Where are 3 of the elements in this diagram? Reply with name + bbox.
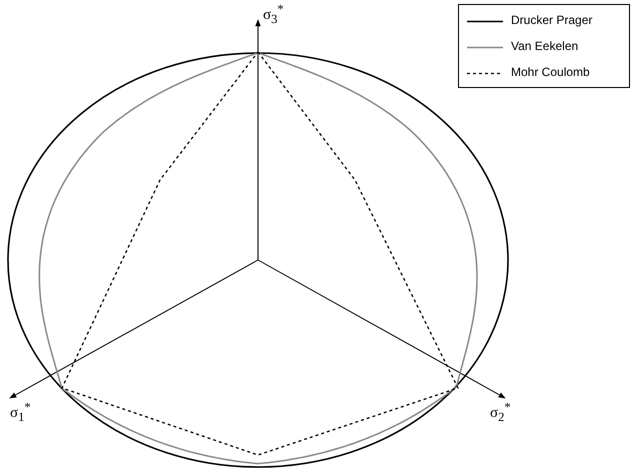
legend-label: Mohr Coulomb: [511, 65, 590, 79]
legend-label: Drucker Prager: [511, 13, 592, 27]
legend-label: Van Eekelen: [511, 39, 578, 53]
